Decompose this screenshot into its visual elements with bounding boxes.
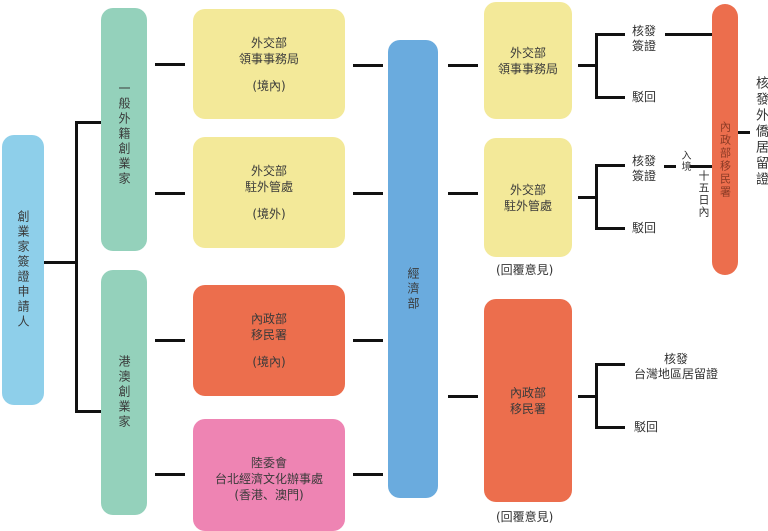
connector — [595, 33, 598, 99]
category-hk-macao-entrepreneur: 港澳創業家 — [101, 270, 147, 515]
connector — [595, 164, 625, 167]
outcome-reject: 駁回 — [632, 90, 657, 104]
nia-final-box: 內政部移民署 — [712, 4, 738, 275]
connector — [44, 261, 76, 264]
office-name: 陸委會台北經濟文化辦事處 — [214, 456, 323, 486]
office-name: 外交部領事事務局 — [497, 45, 558, 76]
outcome-approve-visa: 核發 簽證 — [632, 24, 657, 53]
connector — [353, 339, 383, 342]
category-label: 一般外籍創業家 — [117, 82, 131, 187]
connector — [578, 64, 597, 67]
intake-mofa-overseas: 外交部駐外管處 (境外) — [193, 137, 345, 248]
review-mofa-overseas: 外交部駐外管處 — [484, 138, 572, 257]
review-nia: 內政部移民署 — [484, 299, 572, 502]
within-days-label: 十五日內 — [697, 170, 710, 218]
connector — [448, 64, 478, 67]
connector — [665, 33, 712, 36]
outcome-approve-visa: 核發 簽證 — [632, 154, 657, 183]
connector — [75, 410, 101, 413]
connector — [690, 165, 712, 168]
connector — [595, 426, 625, 429]
office-note: (香港、澳門) — [234, 488, 304, 502]
connector — [595, 363, 598, 429]
intake-mac-tecro: 陸委會台北經濟文化辦事處 (香港、澳門) — [193, 419, 345, 531]
intake-mofa-boca: 外交部領事事務局 (境內) — [193, 9, 345, 119]
office-note: (境內) — [252, 355, 286, 369]
connector — [578, 395, 597, 398]
connector — [75, 121, 78, 412]
connector — [353, 64, 383, 67]
connector — [595, 96, 625, 99]
connector — [353, 473, 383, 476]
office-name: 內政部移民署 — [509, 385, 546, 416]
connector — [664, 165, 676, 168]
office-note: (境內) — [252, 78, 286, 93]
entry-label: 入境 — [679, 150, 690, 172]
outcome-approve-taiwan-residence: 核發 台灣地區居留證 — [634, 352, 719, 381]
office-name: 外交部領事事務局 — [238, 35, 299, 66]
connector — [353, 192, 383, 195]
office-name: 外交部駐外管處 — [244, 164, 293, 194]
office-name: 外交部駐外管處 — [503, 182, 552, 213]
connector — [448, 395, 478, 398]
connector — [738, 131, 750, 134]
outcome-reject: 駁回 — [634, 420, 659, 434]
connector — [578, 196, 597, 199]
connector — [595, 363, 625, 366]
reply-note: (回覆意見) — [496, 263, 554, 277]
connector — [75, 121, 101, 124]
connector — [595, 33, 625, 36]
office-name: 內政部移民署 — [250, 312, 287, 342]
office-note: (境外) — [252, 207, 286, 221]
connector — [155, 63, 185, 66]
intake-nia: 內政部移民署 (境內) — [193, 285, 345, 396]
category-foreign-entrepreneur: 一般外籍創業家 — [101, 8, 147, 251]
reply-note: (回覆意見) — [496, 510, 554, 524]
nia-final-label: 內政部移民署 — [718, 120, 732, 199]
moea-label: 經濟部 — [406, 266, 420, 312]
review-mofa-boca: 外交部領事事務局 — [484, 2, 572, 119]
final-result-label: 核發外僑居留證 — [753, 76, 768, 188]
applicant-label: 創業家簽證申請人 — [16, 210, 30, 330]
connector — [155, 192, 185, 195]
moea-box: 經濟部 — [388, 40, 438, 498]
outcome-reject: 駁回 — [632, 221, 657, 235]
connector — [155, 473, 185, 476]
connector — [155, 339, 185, 342]
category-label: 港澳創業家 — [117, 355, 131, 430]
applicant-box: 創業家簽證申請人 — [2, 135, 44, 405]
connector — [595, 164, 598, 230]
connector — [448, 192, 478, 195]
connector — [595, 227, 625, 230]
